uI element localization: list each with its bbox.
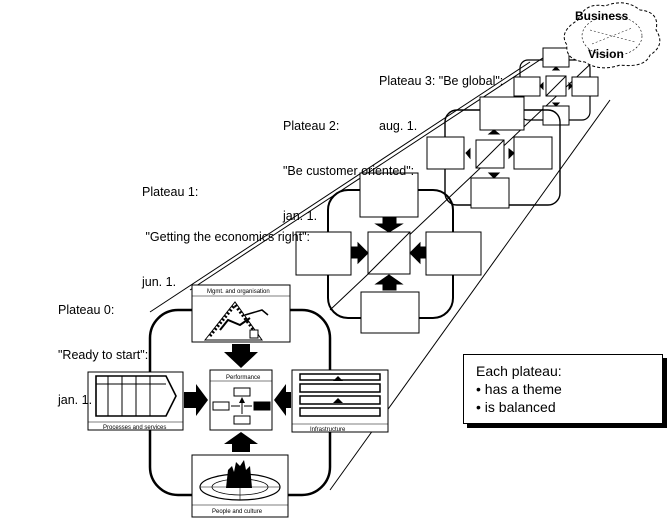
module-performance [209,369,273,431]
callout-item: • is balanced [476,399,556,415]
callout-title: Each plateau: [476,363,562,379]
module-infrastructure-label: Infrastructure [310,427,346,433]
plateau-1-name: Plateau 1: [142,185,199,199]
plateau-0-arrows [184,344,291,452]
module-mgmt [191,284,291,343]
module-processes [87,371,184,431]
module-infrastructure [291,369,389,433]
module-processes-label: Processes and services [103,425,166,431]
module-mgmt-label: Mgmt. and organisation [207,289,270,295]
module-performance-label: Performance [226,375,261,381]
plateau-2-frame [426,96,561,209]
plateau-2-name: Plateau 2: [283,119,340,133]
plateau-1-label: Plateau 1: "Getting the economics right"… [142,155,310,305]
plateau-3-name: Plateau 3: [379,74,436,88]
plateau-2-theme: "Be customer oriented": [283,164,415,178]
plateau-3-label: Plateau 3: "Be global": aug. 1. [379,44,503,149]
vision-line2: Vision [588,47,624,61]
module-people-label: People and culture [212,509,263,515]
plateau-3-theme: "Be global": [438,74,504,88]
plateau-0-date: jan. 1. [58,393,93,407]
module-people [191,454,289,518]
vision-line1: Business [575,9,629,23]
plateau-0-label: Plateau 0: "Ready to start": jan. 1. [58,273,148,423]
plateau-0-theme: "Ready to start": [58,348,149,362]
plateau-1-theme: "Getting the economics right": [142,230,310,244]
plateau-2-label: Plateau 2: "Be customer oriented": jan. … [283,89,414,239]
business-vision-cloud: Business Vision [563,2,661,69]
plateau-2-date: jan. 1. [283,209,318,223]
plateau-1-date: jun. 1. [142,275,177,289]
callout-item: • has a theme [476,381,562,397]
plateau-1-frame [295,172,482,334]
plateau-3-frame [513,47,599,126]
plateau-3-date: aug. 1. [379,119,418,133]
plateau-0-name: Plateau 0: [58,303,115,317]
plateau-3-title: Plateau 3: "Be global": [379,74,503,89]
plateau-callout: Each plateau: • has a theme • is balance… [463,354,663,424]
